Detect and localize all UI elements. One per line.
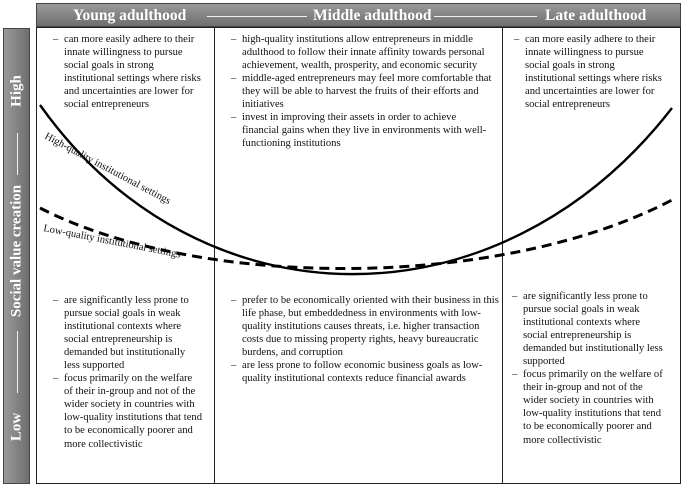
young-low-text: are significantly less prone to pursue s… — [53, 294, 203, 451]
col-title-young: Young adulthood — [73, 7, 187, 24]
column-divider — [214, 27, 215, 484]
list-item: invest in improving their assets in orde… — [231, 111, 493, 150]
social-value-axis: High Social value creation Low — [3, 28, 30, 484]
list-item: are significantly less prone to pursue s… — [512, 290, 664, 368]
list-item: are less prone to follow economic busine… — [231, 359, 499, 385]
list-item: middle-aged entrepreneurs may feel more … — [231, 72, 493, 111]
high-quality-curve — [39, 104, 673, 276]
late-low-text: are significantly less prone to pursue s… — [512, 290, 664, 447]
low-quality-curve-label: Low-quality institutional settings — [42, 223, 181, 260]
high-quality-curve-label: High-quality institutional settings — [43, 131, 173, 207]
list-item: can more easily adhere to their innate w… — [514, 33, 664, 111]
list-item: can more easily adhere to their innate w… — [53, 33, 203, 111]
young-high-text: can more easily adhere to their innate w… — [53, 33, 203, 111]
col-title-late: Late adulthood — [545, 7, 647, 24]
list-item: prefer to be economically oriented with … — [231, 294, 499, 359]
low-quality-curve — [39, 198, 673, 270]
list-item: focus primarily on the welfare of their … — [53, 372, 203, 450]
list-item: are significantly less prone to pursue s… — [53, 294, 203, 372]
middle-high-text: high-quality institutions allow entrepre… — [231, 33, 493, 150]
diagram-frame — [36, 27, 681, 484]
middle-low-text: prefer to be economically oriented with … — [231, 294, 499, 385]
list-item: focus primarily on the welfare of their … — [512, 368, 664, 446]
list-item: high-quality institutions allow entrepre… — [231, 33, 493, 72]
col-title-middle: Middle adulthood — [313, 7, 432, 24]
header-divider-line — [207, 16, 307, 17]
axis-line — [17, 133, 18, 175]
late-high-text: can more easily adhere to their innate w… — [514, 33, 664, 111]
axis-line — [17, 331, 18, 393]
header-divider-line — [434, 16, 537, 17]
header-band: Young adulthood Middle adulthood Late ad… — [36, 3, 681, 27]
